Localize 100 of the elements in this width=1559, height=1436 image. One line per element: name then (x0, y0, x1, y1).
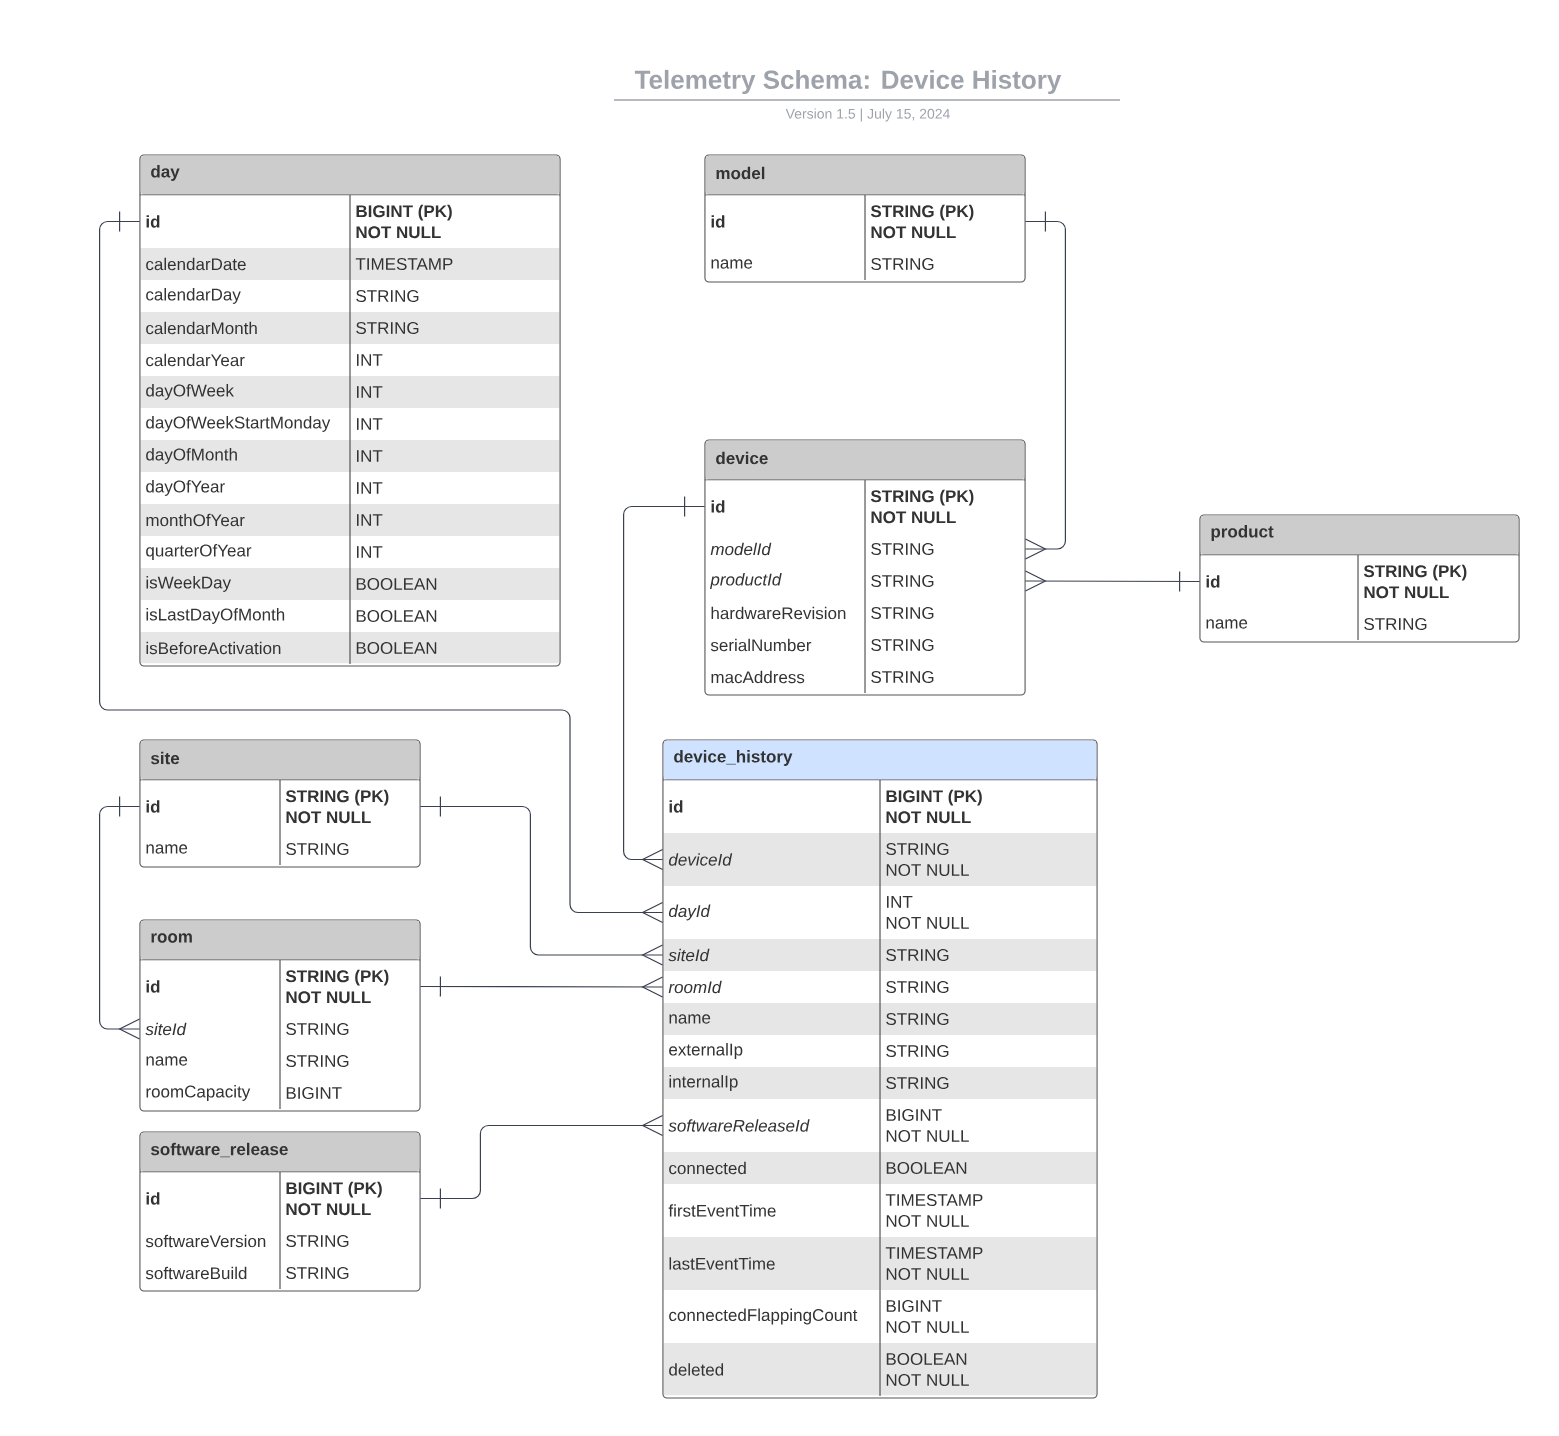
node-label: id (146, 215, 160, 228)
title: Telemetry Schema: Device History (634, 69, 1062, 95)
node-label: STRING (871, 671, 934, 684)
table-row: calendarDay STRING (140, 279, 560, 313)
node-label: STRING (286, 1235, 349, 1248)
table-row: id STRING (PK) NOT NULL (140, 779, 420, 834)
node-label: NOT NULL (286, 1203, 371, 1216)
node-label: BIGINT (PK) (286, 1181, 382, 1198)
node-label: id (711, 215, 725, 228)
table-row: id STRING (PK) NOT NULL (1200, 554, 1519, 609)
node-label: id (146, 980, 160, 993)
table-row: connectedFlappingCount BIGINT NOT NULL (663, 1289, 1097, 1344)
node-label: NOT NULL (886, 811, 971, 824)
node-label: id (711, 500, 725, 513)
table-row: name STRING (705, 247, 1025, 281)
node-label: NOT NULL (1364, 586, 1449, 599)
table-row: name STRING (1200, 607, 1519, 641)
table-row: externalIp STRING (663, 1034, 1097, 1068)
table-row: siteId STRING (140, 1012, 420, 1046)
node-label: STRING (871, 607, 934, 620)
table-row: name STRING (140, 832, 420, 866)
table-row: serialNumber STRING (705, 628, 1025, 662)
table-row: softwareBuild STRING (140, 1256, 420, 1290)
table-row: siteId STRING (663, 938, 1097, 972)
node-label: INT (356, 546, 383, 558)
node-label: INT (886, 896, 913, 908)
node-label: macAddress (711, 670, 805, 684)
table-row: dayId INT NOT NULL (663, 885, 1097, 940)
table-row: id BIGINT (PK) NOT NULL (140, 194, 560, 249)
node-label: STRING (871, 258, 934, 271)
node-label: isLastDayOfMonth (146, 608, 285, 624)
relationship-line (623, 495, 706, 871)
node-label: productId (710, 573, 782, 589)
node-label: STRING (871, 575, 934, 588)
node-label: id (1206, 575, 1220, 588)
node-label: externalIp (669, 1043, 743, 1059)
table-row: hardwareRevision STRING (705, 596, 1025, 630)
node-label: quarterOfYear (146, 544, 252, 560)
node-label: firstEventTime (668, 1204, 776, 1217)
node-label: NOT NULL (286, 811, 371, 824)
node-label: NOT NULL (286, 991, 371, 1004)
relationship-line (99, 210, 664, 924)
node-label: BOOLEAN (356, 610, 437, 623)
node-label: roomCapacity (146, 1085, 251, 1101)
relationship-line (99, 795, 141, 1040)
table-row: calendarDate TIMESTAMP (140, 247, 560, 281)
table-row: lastEventTime TIMESTAMP NOT NULL (663, 1236, 1097, 1291)
node-label: dayOfYear (146, 480, 225, 496)
node-label: STRING (886, 981, 949, 994)
table-row: calendarMonth STRING (140, 311, 560, 345)
table-row: id STRING (PK) NOT NULL (705, 194, 1025, 249)
node-label: STRING (PK) (285, 789, 389, 806)
table-row: internalIp STRING (663, 1066, 1097, 1100)
relationship-line (419, 975, 664, 998)
node-label: STRING (286, 843, 349, 856)
table-row: name STRING (663, 1002, 1097, 1036)
table-row: roomId STRING (663, 970, 1097, 1004)
node-label: id (146, 800, 160, 813)
node-label: STRING (PK) (285, 969, 389, 986)
node-label: roomId (668, 980, 722, 994)
relationship-line (419, 795, 664, 966)
table-row: id STRING (PK) NOT NULL (705, 479, 1025, 534)
node-label: STRING (PK) (870, 204, 974, 221)
node-label: calendarYear (146, 353, 245, 367)
node-label: id (669, 800, 683, 813)
node-label: softwareReleaseId (668, 1119, 810, 1132)
table-row: firstEventTime TIMESTAMP NOT NULL (663, 1183, 1097, 1238)
node-label: INT (356, 418, 383, 430)
table-row: id STRING (PK) NOT NULL (140, 959, 420, 1014)
table-row: isWeekDay BOOLEAN (140, 567, 560, 601)
table-row: dayOfMonth INT (140, 439, 560, 473)
table-row: id BIGINT (PK) NOT NULL (663, 779, 1097, 834)
table-row: connected BOOLEAN (663, 1151, 1097, 1185)
relationship-line (419, 1114, 664, 1210)
node-label: siteId (145, 1022, 187, 1036)
node-label: name (1206, 619, 1248, 629)
node-label: id (146, 1192, 160, 1205)
node-label: STRING (286, 1267, 349, 1280)
node-label: hardwareRevision (711, 606, 846, 620)
node-label: STRING (871, 639, 934, 652)
node-label: BIGINT (886, 1300, 942, 1313)
node-label: connectedFlappingCount (669, 1308, 858, 1325)
node-label: modelId (710, 542, 772, 556)
node-label: name (146, 844, 188, 854)
node-label: NOT NULL (871, 226, 956, 239)
table-row: dayOfWeekStartMonday INT (140, 407, 560, 441)
node-label: BIGINT (886, 1109, 942, 1122)
node-label: STRING (286, 1055, 349, 1068)
node-label: dayId (668, 904, 711, 921)
table-row: roomCapacity BIGINT (140, 1076, 420, 1110)
node-label: STRING (871, 543, 934, 556)
table-row: dayOfWeek INT (140, 375, 560, 409)
relationship-line (1024, 570, 1201, 593)
relationship-line (1024, 210, 1066, 560)
node-label: NOT NULL (871, 511, 956, 524)
node-label: STRING (1364, 618, 1427, 631)
node-label: INT (356, 354, 383, 366)
table-row: isLastDayOfMonth BOOLEAN (140, 599, 560, 633)
node-label: STRING (886, 1045, 949, 1058)
table-row: softwareReleaseId BIGINT NOT NULL (663, 1098, 1097, 1153)
